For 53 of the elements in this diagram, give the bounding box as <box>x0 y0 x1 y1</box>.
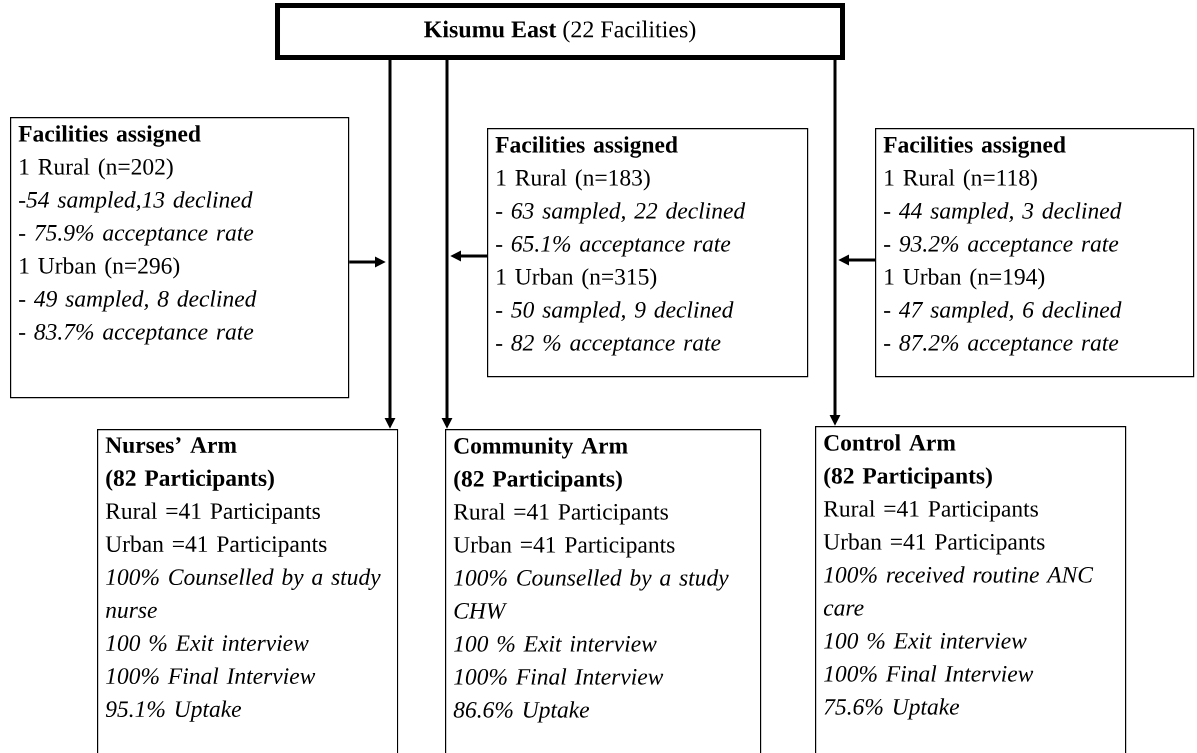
body-text: -54 sampled,13 declined <box>19 191 253 213</box>
body-text: 100% received routine ANC care <box>823 566 1094 616</box>
body-text: Rural =41 Participants <box>453 503 668 525</box>
text-box <box>445 429 762 753</box>
body-text: 100% Final Interview <box>106 667 316 685</box>
body-text: 1 Rural (n=183) <box>497 169 650 191</box>
text-box <box>815 426 1127 753</box>
body-text: - 83.7% acceptance rate <box>19 323 254 345</box>
body-text: 100 % Exit interview <box>454 635 657 652</box>
heading: (82 Participants) <box>454 470 622 492</box>
body-text: - 65.1% acceptance rate <box>496 235 731 257</box>
body-text: - 44 sampled, 3 declined <box>884 202 1122 224</box>
heading: Community Arm <box>454 437 628 459</box>
body-text: - 49 sampled, 8 declined <box>19 290 257 312</box>
body-text: 1 Rural (n=202) <box>20 158 173 180</box>
body-text: Rural =41 Participants <box>105 502 320 524</box>
body-text: Urban =41 Participants <box>823 533 1045 555</box>
heading: Control Arm <box>824 434 956 451</box>
text-box <box>10 117 350 399</box>
body-text: - 82 % acceptance rate <box>496 334 721 356</box>
heading: Facilities assigned <box>495 136 678 158</box>
text-box <box>97 429 399 753</box>
body-text: - 93.2% acceptance rate <box>884 235 1119 257</box>
body-text: Rural =41 Participants <box>823 500 1038 522</box>
body-text: 100 % Exit interview <box>106 635 309 652</box>
body-text: Urban =41 Participants <box>453 536 675 558</box>
body-text: 100% Final Interview <box>824 665 1034 682</box>
heading: Facilities assigned <box>883 136 1066 158</box>
body-text: 86.6% Uptake <box>453 701 590 723</box>
body-text: 100% Final Interview <box>454 668 664 685</box>
heading: (82 Participants) <box>106 469 274 491</box>
body-text: 95.1% Uptake <box>105 700 242 722</box>
body-text: - 63 sampled, 22 declined <box>496 202 746 224</box>
body-text: 100 % Exit interview <box>824 632 1027 649</box>
body-text: 1 Rural (n=118) <box>885 169 1037 191</box>
body-text: Urban =41 Participants <box>105 535 327 557</box>
text-box <box>487 128 809 378</box>
heading: (82 Participants) <box>824 467 992 489</box>
heading: Nurses’ Arm <box>105 437 237 454</box>
body-text: - 47 sampled, 6 declined <box>884 301 1122 323</box>
text-box <box>875 128 1195 378</box>
body-text: - 87.2% acceptance rate <box>884 334 1119 356</box>
body-text: - 50 sampled, 9 declined <box>496 301 734 323</box>
body-text: 1 Urban (n=194) <box>885 268 1045 290</box>
heading: Facilities assigned <box>18 125 201 147</box>
body-text: Kisumu East (22 Facilities) <box>424 20 696 43</box>
text-box <box>275 3 845 60</box>
body-text: 100% Counselled by a study nurse <box>106 568 381 619</box>
body-text: 100% Counselled by a study CHW <box>454 569 729 619</box>
body-text: 1 Urban (n=315) <box>497 268 657 290</box>
body-text: 1 Urban (n=296) <box>20 257 180 279</box>
body-text: 75.6% Uptake <box>824 698 960 720</box>
body-text: - 75.9% acceptance rate <box>19 224 254 246</box>
